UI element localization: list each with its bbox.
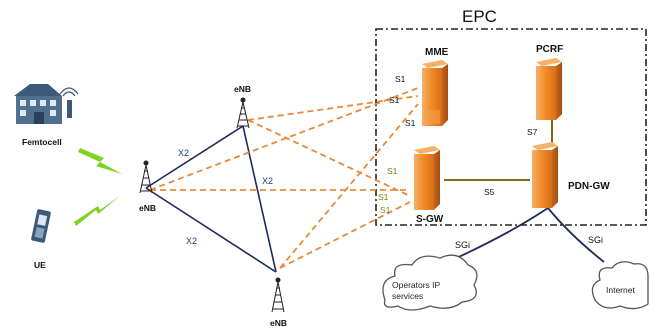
internet-cloud-label: Internet bbox=[606, 285, 635, 295]
enb-label-bottom: eNB bbox=[270, 318, 287, 328]
s5-label: S5 bbox=[484, 187, 495, 197]
x2-link-left-top bbox=[145, 125, 244, 189]
x2-label-c: X2 bbox=[186, 236, 197, 246]
s1-mme-label-3: S1 bbox=[405, 118, 416, 128]
s1-sgw-label-3: S1 bbox=[380, 205, 391, 215]
enb-tower-icon-bottom bbox=[271, 277, 285, 313]
enb-tower-icon-left bbox=[139, 160, 153, 194]
internet-cloud: Internet bbox=[591, 261, 649, 310]
femtocell-antenna-icon bbox=[59, 87, 79, 118]
femtocell-building-icon bbox=[14, 84, 62, 124]
operators-cloud: Operators IP services bbox=[382, 254, 478, 311]
operators-cloud-label-2: services bbox=[392, 291, 423, 301]
s1-mme-label-1: S1 bbox=[395, 74, 406, 84]
enb-label-left: eNB bbox=[139, 203, 156, 213]
x2-label-a: X2 bbox=[178, 148, 189, 158]
sgi-label-1: SGi bbox=[455, 240, 470, 250]
operators-cloud-label-1: Operators IP bbox=[392, 280, 441, 290]
x2-link-left-bottom bbox=[145, 187, 277, 273]
s7-label: S7 bbox=[527, 127, 538, 137]
s1-sgw-label-2: S1 bbox=[378, 192, 389, 202]
femtocell-label: Femtocell bbox=[22, 137, 62, 147]
sgw-server-icon bbox=[414, 146, 440, 210]
s1-mme-label-2: S1 bbox=[389, 95, 400, 105]
pcrf-label: PCRF bbox=[536, 44, 563, 55]
ue-phone-icon bbox=[31, 209, 51, 243]
pdngw-label: PDN-GW bbox=[568, 181, 610, 192]
s1-links bbox=[149, 87, 419, 269]
x2-link-top-bottom bbox=[242, 125, 277, 273]
mme-server-icon bbox=[422, 60, 448, 126]
sgw-label: S-GW bbox=[416, 214, 444, 225]
x2-links bbox=[145, 125, 277, 273]
enb-tower-icon-top bbox=[236, 97, 250, 129]
wireless-bolt-icon-femto bbox=[78, 148, 122, 174]
wireless-bolt-icon-ue bbox=[74, 196, 120, 226]
ue-label: UE bbox=[34, 260, 46, 270]
pdngw-server-icon bbox=[532, 142, 558, 208]
epc-title: EPC bbox=[462, 7, 497, 26]
epc-boundary bbox=[375, 28, 647, 226]
s1-sgw-label-1: S1 bbox=[387, 166, 398, 176]
pcrf-server-icon bbox=[536, 58, 562, 120]
x2-label-b: X2 bbox=[262, 176, 273, 186]
mme-label: MME bbox=[425, 47, 449, 58]
enb-label-top: eNB bbox=[234, 84, 251, 94]
sgi-label-2: SGi bbox=[588, 235, 603, 245]
